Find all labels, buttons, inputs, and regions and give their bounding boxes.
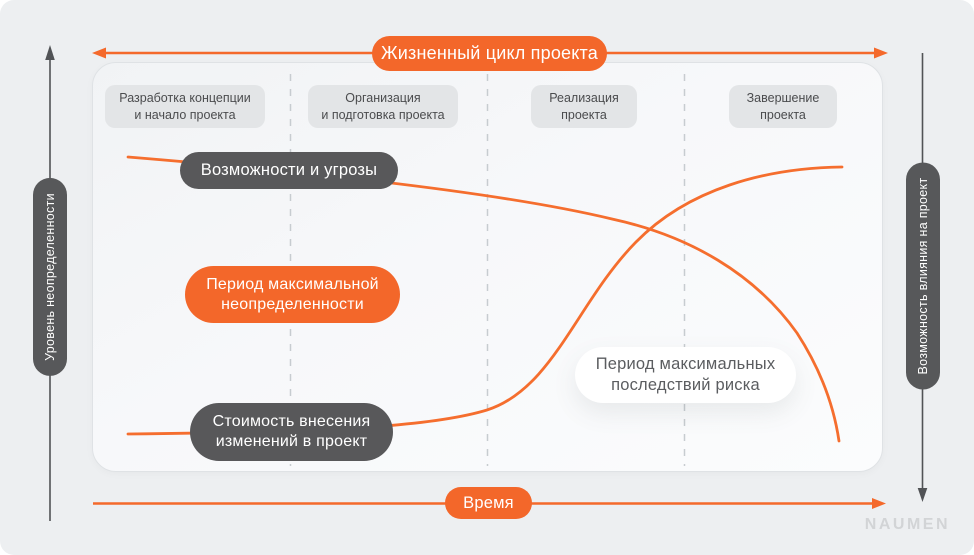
phase-box-realization: Реализация проекта: [531, 85, 637, 128]
time-axis-label: Время: [445, 487, 532, 519]
phase-box-completion: Завершение проекта: [729, 85, 837, 128]
up-arrowhead-icon: [45, 45, 55, 60]
down-arrowhead-icon: [917, 488, 928, 502]
lifecycle-axis-label: Жизненный цикл проекта: [372, 36, 607, 71]
arrowhead-left-icon: [92, 47, 106, 59]
max-uncertainty-period-label: Период максимальной неопределенности: [185, 266, 400, 323]
uncertainty-axis-label: Уровень неопределенности: [33, 178, 67, 376]
phase-box-organization: Организация и подготовка проекта: [308, 85, 458, 128]
naumen-logo: NAUMEN: [864, 516, 950, 533]
max-risk-period-label: Период максимальных последствий риска: [575, 347, 796, 403]
opportunities-threats-label: Возможности и угрозы: [180, 152, 398, 189]
arrowhead-right-icon: [874, 47, 888, 59]
phase-box-concept: Разработка концепции и начало проекта: [105, 85, 265, 128]
cost-of-changes-label: Стоимость внесения изменений в проект: [190, 403, 393, 461]
influence-axis-label: Возможность влияния на проект: [906, 162, 940, 390]
time-arrowhead-icon: [872, 498, 886, 509]
